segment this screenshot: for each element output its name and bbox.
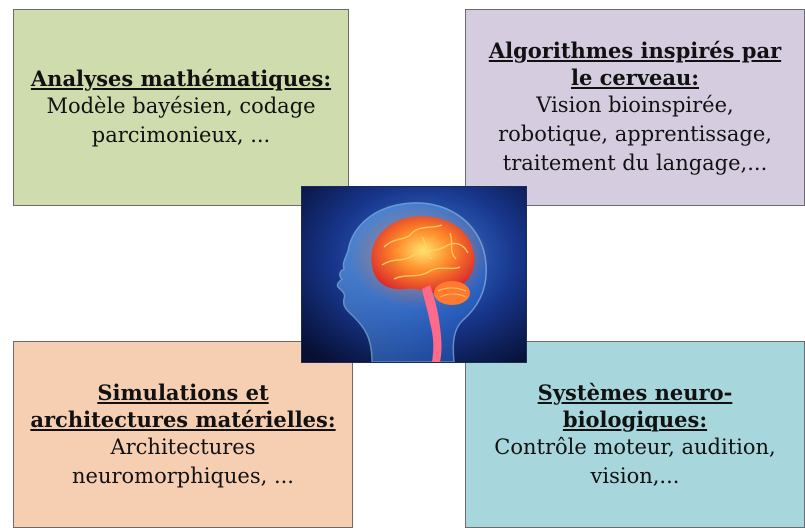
box-title-line: le cerveau: bbox=[570, 65, 700, 90]
box-text-line: Vision bioinspirée, bbox=[536, 93, 734, 117]
mathematical-analyses-box: Analyses mathématiques: Modèle bayésien,… bbox=[13, 9, 349, 206]
box-title: Analyses mathématiques: bbox=[30, 66, 332, 91]
box-title-line: Simulations et bbox=[97, 379, 269, 405]
box-text-line: Contrôle moteur, audition, bbox=[494, 434, 776, 459]
box-text-line: Architectures bbox=[110, 434, 256, 459]
box-title-line: Systèmes neuro- bbox=[537, 379, 733, 405]
box-text-line: robotique, apprentissage, bbox=[498, 122, 772, 146]
box-text-line: neuromorphiques, ... bbox=[72, 463, 294, 488]
box-title-line: biologiques: bbox=[562, 406, 708, 432]
hardware-simulations-box: Simulations et architectures matérielles… bbox=[13, 341, 353, 528]
brain-head-icon bbox=[301, 186, 527, 363]
neurobiological-systems-box: Systèmes neuro- biologiques: Contrôle mo… bbox=[465, 341, 805, 528]
box-text-line: traitement du langage,... bbox=[502, 151, 768, 175]
brain-inspired-algorithms-box: Algorithmes inspirés par le cerveau: Vis… bbox=[465, 9, 805, 206]
box-title-line: architectures matérielles: bbox=[30, 406, 336, 432]
box-text-line: Modèle bayésien, codage bbox=[46, 94, 316, 118]
box-text-line: parcimonieux, ... bbox=[91, 123, 271, 147]
box-title-line: Algorithmes inspirés par bbox=[488, 38, 782, 63]
box-text-line: vision,... bbox=[590, 463, 680, 488]
